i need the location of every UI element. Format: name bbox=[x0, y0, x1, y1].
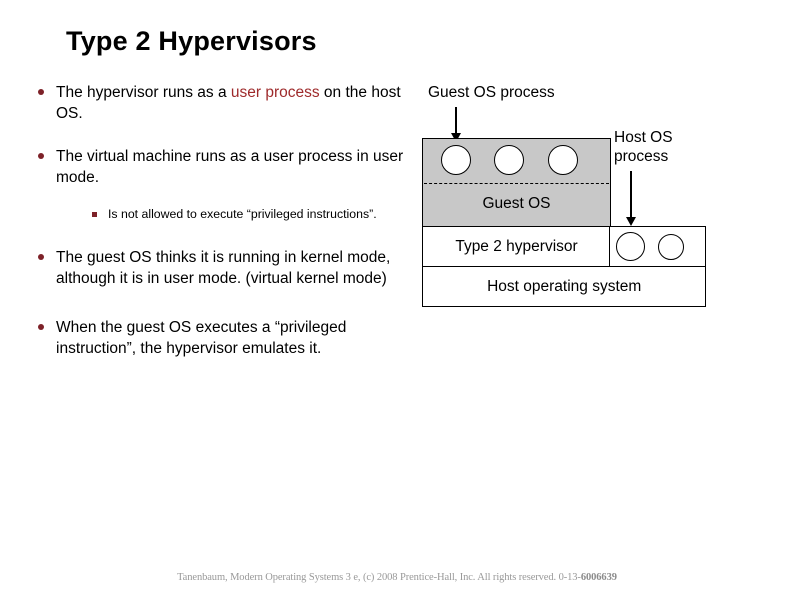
bullet-text-segment: on the host OS. bbox=[56, 84, 401, 122]
guest-os-process-circle bbox=[494, 145, 524, 175]
diagram-label-guest-os-process: Guest OS process bbox=[428, 84, 555, 101]
host-operating-system-layer: Host operating system bbox=[422, 266, 707, 308]
bullet-text-segment: The hypervisor runs as a bbox=[56, 84, 231, 101]
host-os-process-arrow-line bbox=[630, 171, 632, 218]
guest-os-process-arrow-head bbox=[451, 133, 461, 142]
list-item-text: The hypervisor runs as a user process on… bbox=[56, 82, 420, 124]
copyright-footer: Tanenbaum, Modern Operating Systems 3 e,… bbox=[0, 572, 794, 583]
round-bullet-icon bbox=[38, 324, 44, 330]
copyright-text: Tanenbaum, Modern Operating Systems 3 e,… bbox=[177, 572, 581, 583]
guest-os-divider bbox=[424, 183, 609, 184]
square-bullet-icon bbox=[92, 212, 97, 217]
sub-list-item-text: Is not allowed to execute “privileged in… bbox=[108, 207, 377, 221]
guest-os-process-arrow-line bbox=[455, 107, 457, 134]
list-item: The guest OS thinks it is running in ker… bbox=[30, 247, 420, 289]
host-os-process-circle bbox=[658, 234, 684, 260]
diagram-label-host-os-process: Host OS process bbox=[614, 129, 673, 165]
host-operating-system-layer-label: Host operating system bbox=[487, 278, 642, 296]
sub-list-item: Is not allowed to execute “privileged in… bbox=[30, 206, 420, 223]
isbn-number: 6006639 bbox=[580, 572, 617, 583]
guest-os-layer-label: Guest OS bbox=[482, 195, 551, 212]
bullet-text-highlight: user process bbox=[230, 84, 320, 101]
list-item: When the guest OS executes a “privileged… bbox=[30, 317, 420, 359]
type2-hypervisor-diagram: Guest OS process Host OS process Guest O… bbox=[418, 78, 718, 318]
host-os-process-arrow-head bbox=[626, 217, 636, 226]
type2-hypervisor-layer-label: Type 2 hypervisor bbox=[455, 238, 578, 255]
guest-os-process-circle bbox=[441, 145, 471, 175]
page-title: Type 2 Hypervisors bbox=[66, 26, 317, 56]
list-item-text: The virtual machine runs as a user proce… bbox=[56, 148, 404, 186]
list-item-text: The guest OS thinks it is running in ker… bbox=[56, 249, 391, 287]
host-os-process-circle bbox=[616, 232, 645, 261]
bullet-list: The hypervisor runs as a user process on… bbox=[30, 82, 420, 376]
type2-hypervisor-layer: Type 2 hypervisor bbox=[422, 226, 611, 268]
round-bullet-icon bbox=[38, 153, 44, 159]
guest-os-process-circle bbox=[548, 145, 578, 175]
round-bullet-icon bbox=[38, 254, 44, 260]
list-item: The virtual machine runs as a user proce… bbox=[30, 146, 420, 188]
round-bullet-icon bbox=[38, 89, 44, 95]
list-item-text: When the guest OS executes a “privileged… bbox=[56, 319, 347, 357]
list-item: The hypervisor runs as a user process on… bbox=[30, 82, 420, 124]
